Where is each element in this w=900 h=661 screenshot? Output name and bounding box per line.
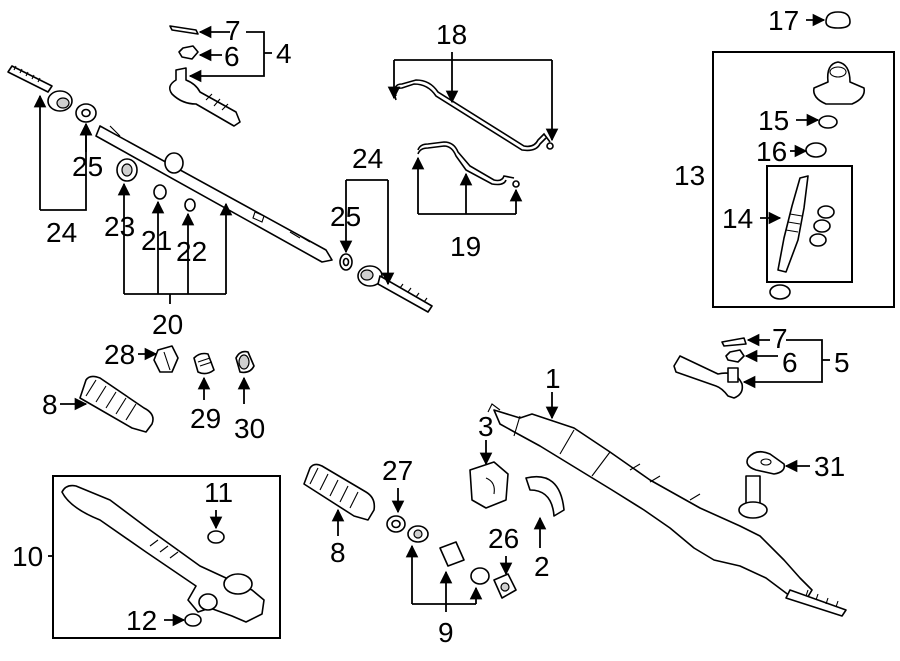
- outer-tie-rod-end-right: [673, 355, 744, 399]
- label-27: 27: [382, 455, 413, 486]
- inner-tie-rod-left: [7, 65, 73, 112]
- control-valve-14: [777, 175, 809, 273]
- label-10: 10: [12, 541, 43, 572]
- label-6-top: 6: [224, 41, 240, 72]
- label-7-right: 7: [772, 323, 788, 354]
- valve-housing-cover: [812, 61, 866, 105]
- label-12: 12: [126, 605, 157, 636]
- label-7-top: 7: [225, 15, 241, 46]
- steering-gear-assembly-1: [487, 403, 847, 617]
- label-5: 5: [834, 347, 850, 378]
- outer-tie-rod-end-left: [168, 67, 241, 127]
- o-ring-21: [153, 184, 167, 200]
- bellows-boot-8-left: [79, 375, 154, 433]
- mount-bushing-28: [153, 345, 179, 373]
- label-4: 4: [276, 38, 292, 69]
- castle-nut-6-top: [178, 45, 199, 60]
- lock-washer-left: [75, 103, 97, 123]
- callout-lines: [33, 13, 830, 627]
- label-13: 13: [674, 160, 705, 191]
- seal-16: [805, 142, 827, 158]
- control-valve-box: [766, 165, 853, 283]
- ring-27: [386, 515, 406, 533]
- cotter-pin-7-right: [721, 337, 747, 347]
- rack-bushing-23: [116, 158, 138, 182]
- clamp-bracket-2: [525, 476, 565, 517]
- label-2: 2: [534, 551, 550, 582]
- label-25-left: 25: [72, 151, 103, 182]
- lock-washer-right: [339, 253, 353, 271]
- label-20: 20: [152, 309, 183, 340]
- label-21: 21: [141, 225, 172, 256]
- seal-12: [184, 613, 202, 627]
- bottom-seal-13: [769, 284, 791, 300]
- spring-29: [193, 352, 215, 375]
- label-24-left: 24: [46, 217, 77, 248]
- label-11: 11: [204, 477, 233, 508]
- label-6-right: 6: [782, 347, 798, 378]
- label-28: 28: [104, 339, 135, 370]
- bushing-9b: [439, 541, 465, 567]
- label-24-center: 24: [352, 143, 383, 174]
- castle-nut-6-right: [725, 349, 745, 363]
- o-ring-9: [470, 567, 490, 585]
- callout-labels: 7 6 4 17 18 15 16 13 14 25 24 23 21 22 2…: [12, 5, 850, 648]
- label-8-left: 8: [42, 389, 58, 420]
- pressure-line-18: [394, 79, 554, 152]
- label-14: 14: [722, 203, 753, 234]
- valve-kit-box: [712, 51, 895, 308]
- label-23: 23: [104, 211, 135, 242]
- housing-box: [52, 475, 281, 639]
- label-25-center: 25: [330, 201, 361, 232]
- label-19: 19: [450, 231, 481, 262]
- gasket-31: [746, 450, 786, 475]
- bushing-26: [493, 573, 517, 599]
- rack-housing-10: [61, 484, 265, 623]
- steering-rack: [95, 125, 333, 263]
- seal-15: [818, 115, 838, 129]
- bushing-30: [235, 350, 255, 374]
- return-line-19: [417, 141, 520, 188]
- label-9: 9: [438, 617, 454, 648]
- o-ring-22: [184, 198, 196, 212]
- label-30: 30: [234, 413, 265, 444]
- label-31: 31: [814, 451, 845, 482]
- mount-insulator-3: [469, 461, 509, 509]
- label-17: 17: [768, 5, 799, 36]
- label-1: 1: [545, 363, 561, 394]
- label-3: 3: [478, 411, 494, 442]
- label-16: 16: [756, 136, 787, 167]
- label-22: 22: [176, 236, 207, 267]
- bellows-boot-8-center: [303, 463, 376, 521]
- seal-rings-14: [809, 205, 835, 247]
- label-26: 26: [488, 523, 519, 554]
- cotter-pin-7-top: [169, 25, 199, 35]
- dust-seal-17: [825, 11, 851, 29]
- bushing-9a: [407, 525, 429, 543]
- label-29: 29: [190, 403, 221, 434]
- seal-11: [207, 530, 225, 544]
- label-8-center: 8: [330, 537, 346, 568]
- inner-tie-rod-right: [357, 265, 433, 313]
- label-18: 18: [436, 19, 467, 50]
- label-15: 15: [758, 105, 789, 136]
